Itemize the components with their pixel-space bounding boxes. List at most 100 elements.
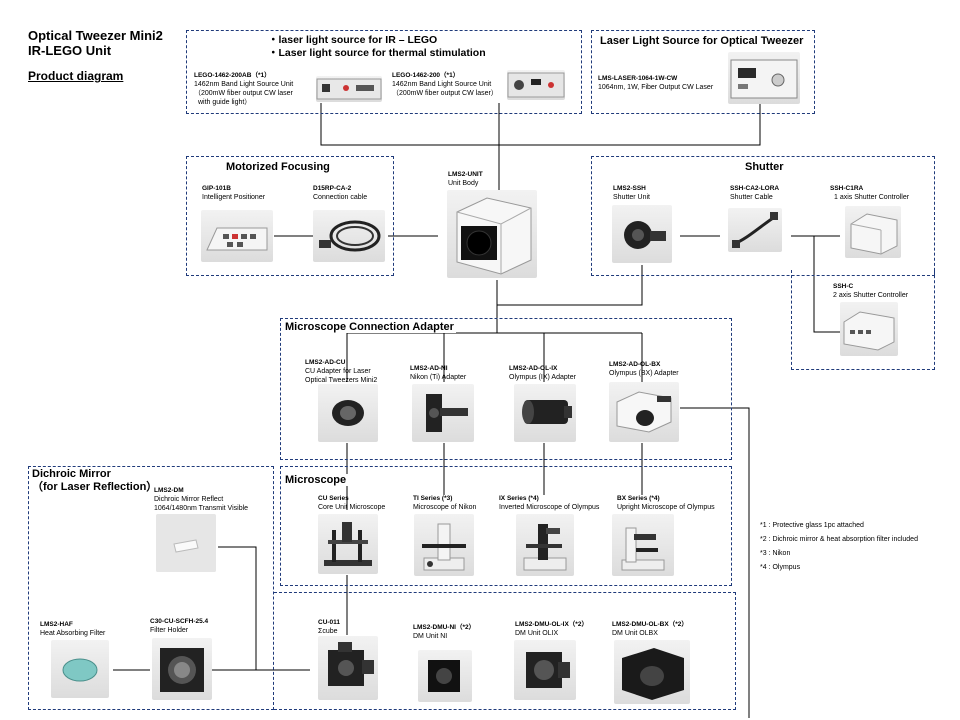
item-desc: with guide light） [198, 99, 252, 106]
note-1: *1 : Protective glass 1pc attached [760, 522, 864, 529]
group-dichroic-title: Dichroic Mirror （for Laser Reflection） [32, 468, 160, 494]
item-code: LMS2-DMU-NI（*2） [413, 624, 476, 631]
unit-body-image [447, 190, 537, 278]
dichroic-mirror-image [156, 514, 216, 572]
item-code: LMS2-DMU-OL-IX（*2） [515, 621, 588, 628]
item-code: LMS2-AD-OL-IX [509, 365, 558, 372]
item-code: SSH-C [833, 283, 854, 290]
group-microscope [280, 466, 732, 586]
bx-microscope-image [612, 514, 674, 576]
item-ssh-c1ra: SSH-C1RA 1 axis Shutter Controller [830, 184, 909, 202]
item-code: CU-011 [318, 619, 341, 626]
ti-microscope-image [414, 514, 474, 576]
item-code: LEGO-1462-200（*1） [392, 72, 460, 79]
item-desc: Optical Tweezers Mini2 [305, 377, 378, 384]
sigma-cube-image [318, 636, 378, 700]
shutter-controller-image [845, 206, 901, 258]
group-laser-source-title: Laser Light Source for Optical Tweezer [598, 35, 806, 47]
item-desc: Nikon (Ti) Adapter [410, 374, 467, 381]
dichroic-line-2: （for Laser Reflection） [32, 481, 158, 493]
item-code: LMS2-UNIT [448, 171, 483, 178]
item-desc: 1064nm, 1W, Fiber Output CW Laser [598, 84, 714, 91]
laser-unit-image [728, 52, 800, 104]
item-lms-laser: LMS-LASER-1064-1W-CW 1064nm, 1W, Fiber O… [598, 74, 713, 92]
filter-holder-image [152, 638, 212, 700]
item-bx-series: BX Series (*4) Upright Microscope of Oly… [617, 494, 715, 512]
item-code: CU Series [318, 495, 349, 502]
olympus-ix-adapter-image [514, 384, 576, 442]
title-line-1: Optical Tweezer Mini2 [28, 28, 163, 43]
dichroic-line-1: Dichroic Mirror [32, 468, 111, 480]
item-desc: （200mW fiber output CW laser [194, 90, 293, 97]
light-source-unit-image [507, 70, 565, 100]
ir-lego-line-2: ・Laser light source for thermal stimulat… [268, 47, 486, 59]
item-dmu-ni: LMS2-DMU-NI（*2） DM Unit NI [413, 623, 475, 641]
item-ad-ol-bx: LMS2-AD-OL-BX Olympus (BX) Adapter [609, 360, 679, 378]
item-ix-series: IX Series (*4) Inverted Microscope of Ol… [499, 494, 599, 512]
item-desc: 1064/1480nm Transmit Visible [154, 505, 249, 512]
group-dichroic [28, 466, 274, 710]
item-desc: Olympus (BX) Adapter [609, 370, 679, 377]
item-desc: Core Unit Microscope [318, 504, 386, 511]
shutter-controller-2axis-image [840, 302, 898, 356]
item-desc: 2 axis Shutter Controller [833, 292, 909, 299]
dm-unit-olbx-image [614, 640, 690, 704]
item-code: LMS2-DM [154, 487, 184, 494]
group-ir-lego [186, 30, 582, 114]
item-code: IX Series (*4) [499, 495, 539, 502]
item-ad-cu: LMS2-AD-CU CU Adapter for Laser Optical … [305, 358, 377, 385]
cu-adapter-image [318, 384, 378, 442]
light-source-unit-image [316, 76, 382, 102]
item-code: LMS2-AD-CU [305, 359, 346, 366]
item-desc: Shutter Unit [613, 194, 650, 201]
item-cu-011: CU-011 Σcube [318, 618, 340, 636]
item-code: SSH-CA2-LORA [730, 185, 780, 192]
item-code: LMS2-AD-OL-BX [609, 361, 661, 368]
title-line-2: IR-LEGO Unit [28, 43, 112, 58]
item-desc: Shutter Cable [730, 194, 773, 201]
item-cu-series: CU Series Core Unit Microscope [318, 494, 385, 512]
heat-absorbing-filter-image [51, 640, 109, 698]
item-lms2-haf: LMS2-HAF Heat Absorbing Filter [40, 620, 105, 638]
item-dmu-ol-bx: LMS2-DMU-OL-BX（*2） DM Unit OLBX [612, 620, 688, 638]
item-lms2-ssh: LMS2-SSH Shutter Unit [613, 184, 650, 202]
group-shutter [591, 156, 935, 276]
item-ad-ni: LMS2-AD-NI Nikon (Ti) Adapter [410, 364, 466, 382]
item-code: BX Series (*4) [617, 495, 660, 502]
item-desc: 1 axis Shutter Controller [834, 194, 910, 201]
note-4: *4 : Olympus [760, 564, 801, 571]
item-desc: DM Unit OLIX [515, 630, 559, 637]
item-ssh-ca2-lora: SSH-CA2-LORA Shutter Cable [730, 184, 779, 202]
item-desc: Inverted Microscope of Olympus [499, 504, 600, 511]
item-gip-101b: GIP-101B Intelligent Positioner [202, 184, 265, 202]
diagram-label: Product diagram [28, 69, 124, 83]
item-desc: Intelligent Positioner [202, 194, 266, 201]
item-dmu-ol-ix: LMS2-DMU-OL-IX（*2） DM Unit OLIX [515, 620, 588, 638]
group-shutter-extension [791, 270, 935, 370]
item-lms2-dm: LMS2-DM Dichroic Mirror Reflect 1064/148… [154, 486, 248, 513]
note-3: *3 : Nikon [760, 550, 791, 557]
item-desc: 1462nm Band Light Source Unit [194, 81, 294, 88]
item-code: GIP-101B [202, 185, 231, 192]
connection-cable-image [313, 210, 385, 262]
item-d15rp-ca-2: D15RP-CA-2 Connection cable [313, 184, 367, 202]
dm-unit-ni-image [418, 650, 472, 702]
item-code: TI Series (*3) [413, 495, 453, 502]
item-ad-ol-ix: LMS2-AD-OL-IX Olympus (IX) Adapter [509, 364, 576, 382]
item-code: LEGO-1462-200AB（*1） [194, 72, 271, 79]
group-motorized-focusing [186, 156, 394, 276]
cu-microscope-image [318, 514, 378, 574]
item-desc: Upright Microscope of Olympus [617, 504, 715, 511]
item-code: D15RP-CA-2 [313, 185, 352, 192]
group-dm-units [274, 592, 736, 710]
item-desc: DM Unit OLBX [612, 630, 658, 637]
group-ir-lego-title: ・laser light source for IR – LEGO ・Laser… [268, 34, 486, 60]
item-desc: Heat Absorbing Filter [40, 630, 106, 637]
item-ssh-c: SSH-C 2 axis Shutter Controller [833, 282, 908, 300]
item-code: SSH-C1RA [830, 185, 864, 192]
item-desc: Filter Holder [150, 627, 189, 634]
group-motorized-focusing-title: Motorized Focusing [224, 161, 332, 173]
note-2: *2 : Dichroic mirror & heat absorption f… [760, 536, 918, 543]
item-desc: Microscope of Nikon [413, 504, 477, 511]
